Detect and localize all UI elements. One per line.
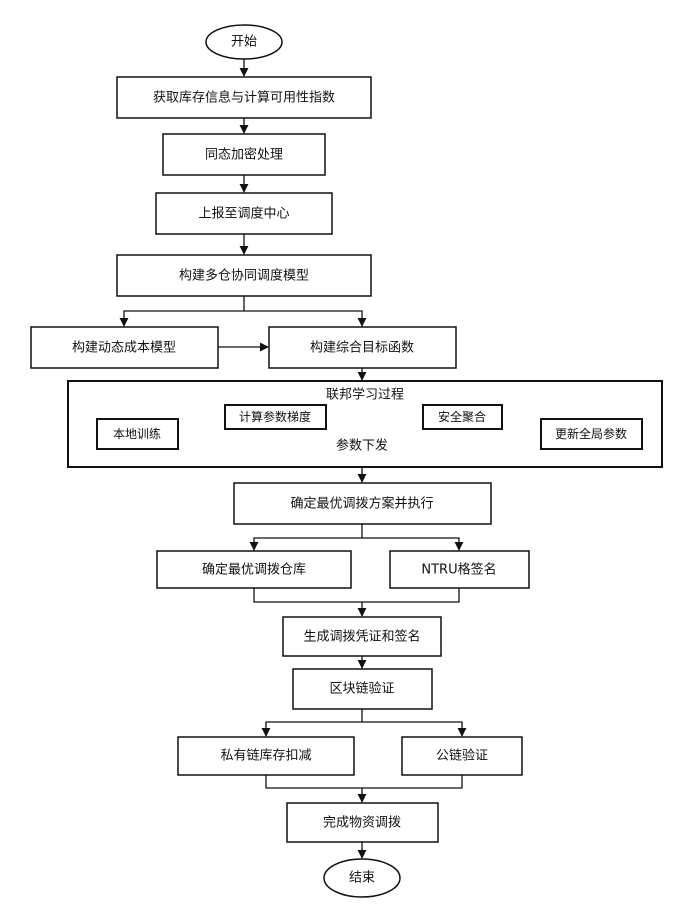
get-inventory-label: 获取库存信息与计算可用性指数: [153, 90, 335, 106]
complete-label: 完成物资调拨: [323, 816, 401, 831]
dynamic-cost-label: 构建动态成本模型: [72, 341, 176, 356]
compute-gradient-label: 计算参数梯度: [239, 409, 311, 424]
param-distribution-label: 参数下发: [336, 438, 388, 454]
homomorphic-label: 同态加密处理: [205, 147, 283, 163]
blockchain-verify-label: 区块链验证: [329, 681, 394, 697]
end-label: 结束: [349, 871, 375, 886]
best-warehouse-label: 确定最优调拨仓库: [202, 562, 306, 578]
objective-label: 构建综合目标函数: [310, 341, 414, 356]
update-global-label: 更新全局参数: [555, 426, 627, 441]
arrow-model-to-objective: [244, 311, 362, 326]
start-label: 开始: [231, 35, 257, 50]
arrow-blockchain-to-public: [362, 722, 462, 736]
public-chain-label: 公链验证: [436, 748, 488, 764]
arrow-blockchain-to-private: [266, 709, 362, 736]
private-chain-label: 私有链库存扣减: [220, 748, 311, 764]
merge-line-warehouse-ntru: [254, 588, 459, 602]
local-training-label: 本地训练: [113, 426, 161, 441]
ntru-label: NTRU格签名: [421, 562, 496, 578]
arrow-plan-to-ntru: [362, 538, 459, 550]
merge-line-private-public: [266, 775, 462, 788]
federated-title: 联邦学习过程: [326, 387, 404, 403]
secure-aggregation-label: 安全聚合: [438, 409, 486, 424]
arrow-model-to-dynamic-cost: [124, 296, 244, 326]
build-model-label: 构建多仓协同调度模型: [179, 268, 309, 284]
generate-cert-label: 生成调拨凭证和签名: [303, 629, 420, 645]
determine-plan-label: 确定最优调拨方案并执行: [290, 496, 433, 512]
arrow-plan-to-warehouse: [254, 524, 362, 550]
report-label: 上报至调度中心: [198, 206, 289, 222]
